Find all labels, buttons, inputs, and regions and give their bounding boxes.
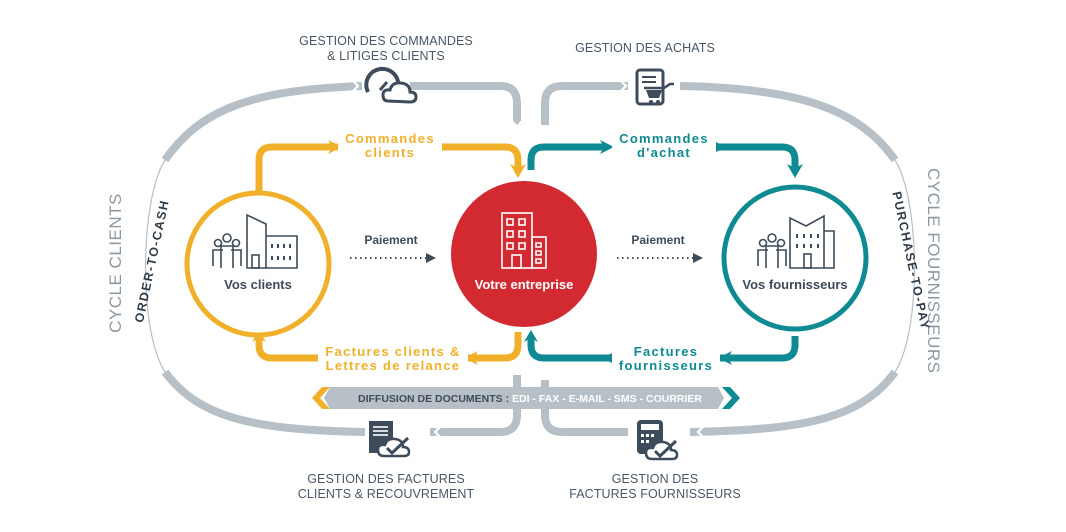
clients-circle — [184, 190, 332, 338]
arrow-right-icon — [328, 140, 342, 154]
chevron-down-icon — [510, 119, 524, 129]
chevron-up-icon — [538, 369, 552, 379]
loop-left-thin-arc — [144, 159, 166, 373]
flow-purchase-orders-right — [718, 143, 799, 168]
node-suppliers-label: Vos fournisseurs — [742, 277, 848, 292]
chevron-right-icon — [619, 79, 628, 93]
flow-purchase-orders-left — [527, 143, 605, 170]
payment-arrow-right — [617, 253, 703, 263]
label-payment-from-clients: Paiement — [364, 233, 418, 247]
loop-right-thin-arc — [894, 159, 916, 373]
document-diffusion-band — [312, 375, 740, 417]
people-factory-icon — [757, 214, 835, 269]
flow-client-orders-right — [440, 143, 522, 168]
chevron-left-icon — [433, 425, 442, 439]
band-shape — [324, 387, 724, 409]
arrow-down-icon — [510, 164, 526, 178]
flow-supplier-invoices-left — [527, 338, 610, 362]
arrow-down-icon — [787, 164, 803, 178]
client-flows — [255, 143, 522, 362]
people-building-icon — [212, 213, 298, 269]
flow-client-invoices-right — [465, 332, 522, 362]
suppliers-circle — [721, 184, 869, 332]
company-circle — [451, 181, 597, 327]
outer-loop — [161, 82, 899, 436]
flow-client-invoices-left — [255, 338, 320, 362]
payment-arrow-left — [350, 253, 436, 263]
label-purchase-orders: Commandes d'achat — [612, 132, 716, 160]
label-supplier-invoices-flow: Factures fournisseurs — [612, 345, 720, 373]
flow-supplier-invoices-right — [720, 336, 799, 362]
arrow-left-icon — [464, 351, 478, 365]
label-orders-disputes: GESTION DES COMMANDES & LITIGES CLIENTS — [299, 34, 473, 63]
node-company-label: Votre entreprise — [474, 277, 574, 292]
document-cart-icon — [635, 68, 674, 106]
arrow-right-icon — [426, 253, 436, 263]
node-clients-label: Vos clients — [224, 277, 292, 292]
supplier-flows — [527, 143, 799, 362]
label-client-orders: Commandes clients — [338, 132, 442, 160]
arrow-right-icon — [693, 253, 703, 263]
calculator-cloud-check-icon — [637, 420, 679, 461]
dashboard-cloud-icon — [364, 66, 418, 104]
label-purchasing: GESTION DES ACHATS — [575, 41, 715, 55]
loop-right-top — [679, 82, 899, 163]
office-building-icon — [501, 212, 547, 269]
arrow-right-icon — [600, 140, 614, 154]
loop-left-bottom — [161, 369, 366, 436]
loop-top-left-to-center — [410, 82, 521, 125]
arrow-up-icon — [524, 330, 538, 342]
arrow-left-icon — [718, 351, 732, 365]
label-client-invoices-collection: GESTION DES FACTURES CLIENTS & RECOUVREM… — [297, 472, 475, 501]
cycle-clients-title: CYCLE CLIENTS — [106, 193, 125, 333]
document-cloud-check-icon — [369, 421, 411, 458]
chevron-right-icon — [351, 79, 360, 93]
chevron-left-icon — [696, 425, 705, 439]
loop-right-bottom — [689, 369, 899, 436]
loop-left-top — [161, 82, 363, 163]
loop-top-center-to-right — [541, 82, 628, 125]
band-right-chevron-icon — [722, 387, 740, 409]
flow-client-orders-left — [255, 143, 340, 192]
label-supplier-invoices: GESTION DES FACTURES FOURNISSEURS — [569, 472, 741, 501]
label-client-invoices-reminders: Factures clients & Lettres de relance — [318, 345, 468, 373]
band-left-chevron-icon — [312, 387, 330, 409]
label-payment-to-suppliers: Paiement — [631, 233, 685, 247]
document-diffusion-label: DIFFUSION DE DOCUMENTS : EDI - FAX - E-M… — [358, 393, 702, 405]
